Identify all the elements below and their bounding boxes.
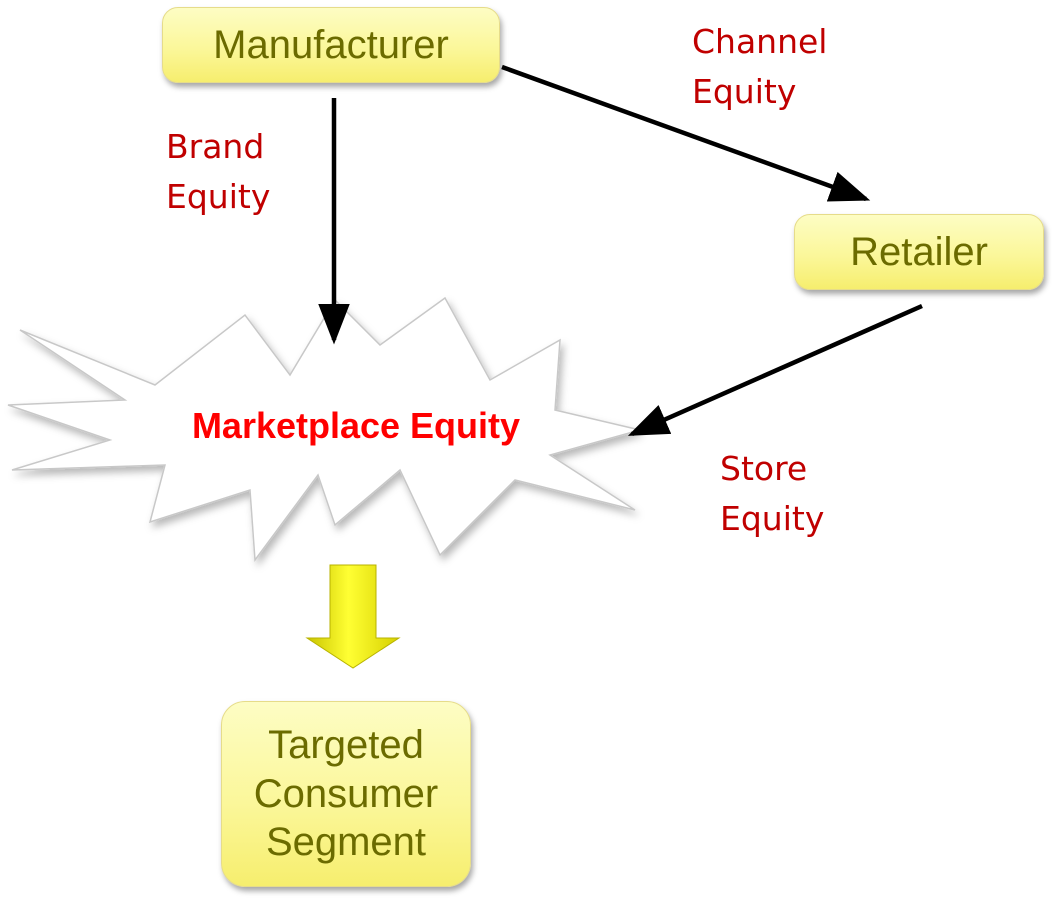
manufacturer-node: Manufacturer bbox=[162, 7, 500, 83]
channel-equity-label-line-2: Equity bbox=[692, 72, 797, 111]
segment-label-line-3: Segment bbox=[265, 820, 427, 865]
targeted-consumer-segment-node: Targeted Consumer Segment bbox=[221, 701, 471, 887]
store-equity-arrow bbox=[627, 303, 923, 437]
marketplace-burst-shape bbox=[7, 296, 641, 563]
store-equity-label-line-1: Store bbox=[720, 449, 808, 488]
down-arrow-icon bbox=[305, 564, 401, 669]
retailer-label: Retailer bbox=[850, 229, 988, 274]
manufacturer-label: Manufacturer bbox=[213, 22, 449, 67]
brand-equity-label: Brand Equity bbox=[166, 122, 270, 222]
marketplace-equity-label: Marketplace Equity bbox=[191, 405, 521, 446]
channel-equity-label: Channel Equity bbox=[692, 17, 827, 117]
segment-label-line-1: Targeted bbox=[268, 722, 424, 767]
store-equity-label: Store Equity bbox=[720, 444, 824, 544]
brand-equity-label-line-1: Brand bbox=[166, 127, 265, 166]
channel-equity-arrow bbox=[501, 64, 871, 202]
brand-equity-label-line-2: Equity bbox=[166, 177, 271, 216]
retailer-node: Retailer bbox=[794, 214, 1044, 290]
segment-label-line-2: Consumer bbox=[253, 771, 439, 816]
segment-label: Targeted Consumer Segment bbox=[254, 721, 439, 867]
channel-equity-label-line-1: Channel bbox=[692, 22, 828, 61]
store-equity-label-line-2: Equity bbox=[720, 499, 825, 538]
